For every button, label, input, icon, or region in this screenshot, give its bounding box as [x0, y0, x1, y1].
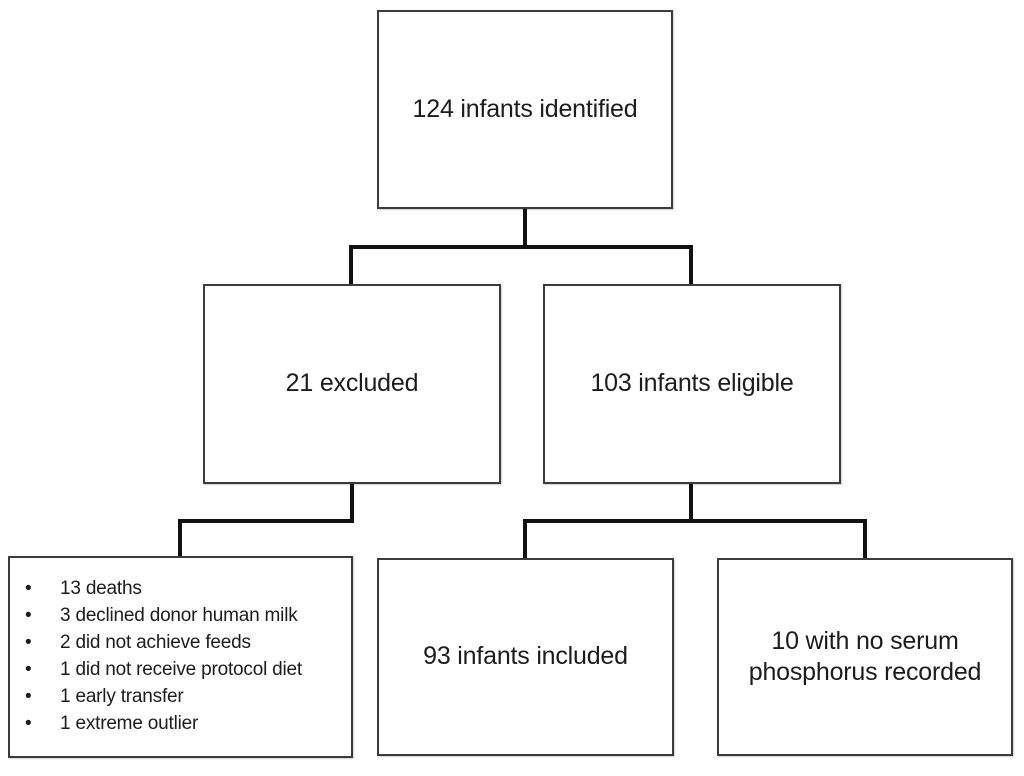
node-no-serum-phosphorus: 10 with no serum phosphorus recorded — [717, 558, 1013, 756]
node-infants-included: 93 infants included — [377, 558, 674, 756]
node-excluded: 21 excluded — [203, 284, 501, 484]
connector-to-no-phosphorus — [863, 519, 867, 560]
connector-excluded-stem — [350, 483, 354, 523]
connector-to-excluded — [349, 245, 353, 286]
exclusion-reason-item: 3 declined donor human milk — [10, 602, 347, 629]
connector-identified-stem — [523, 209, 527, 249]
connector-identified-bar — [349, 245, 693, 249]
connector-to-eligible — [689, 245, 693, 286]
exclusion-reason-item: 13 deaths — [10, 575, 347, 602]
connector-to-included — [523, 519, 527, 560]
connector-eligible-stem — [689, 483, 693, 523]
exclusion-reason-item: 1 extreme outlier — [10, 710, 347, 737]
node-infants-identified: 124 infants identified — [377, 10, 673, 209]
connector-to-exclusion-reasons — [178, 519, 182, 558]
node-infants-included-label: 93 infants included — [423, 642, 628, 671]
exclusion-reason-item: 1 did not receive protocol diet — [10, 656, 347, 683]
exclusion-reasons-list: 13 deaths 3 declined donor human milk 2 … — [10, 558, 351, 737]
exclusion-reason-item: 1 early transfer — [10, 683, 347, 710]
node-infants-eligible-label: 103 infants eligible — [590, 369, 794, 398]
connector-excluded-bar — [178, 519, 354, 523]
node-exclusion-reasons: 13 deaths 3 declined donor human milk 2 … — [8, 556, 353, 758]
connector-eligible-bar — [523, 519, 867, 523]
node-no-serum-phosphorus-label: 10 with no serum phosphorus recorded — [748, 626, 982, 686]
node-infants-eligible: 103 infants eligible — [543, 284, 841, 484]
exclusion-reason-item: 2 did not achieve feeds — [10, 629, 347, 656]
node-excluded-label: 21 excluded — [285, 369, 419, 398]
node-infants-identified-label: 124 infants identified — [412, 94, 638, 123]
